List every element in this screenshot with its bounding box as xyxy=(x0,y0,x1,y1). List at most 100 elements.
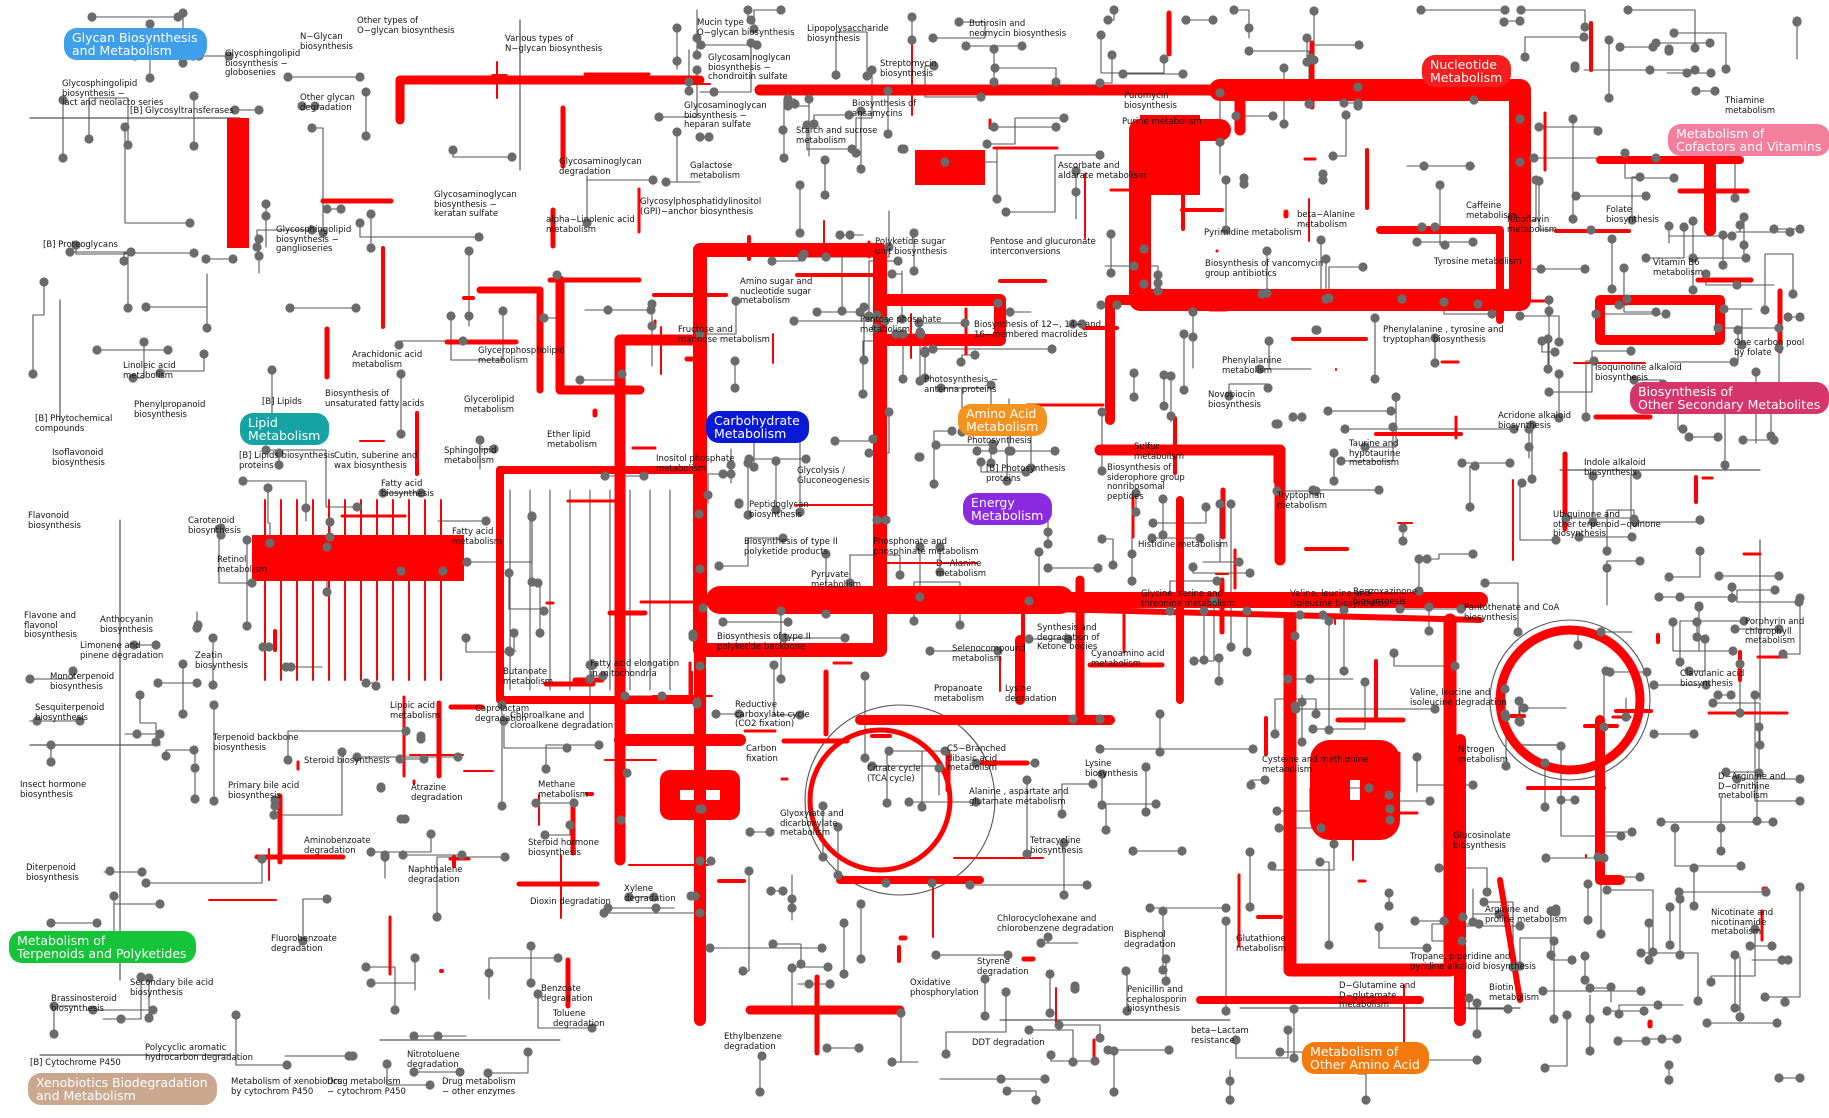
compound-node[interactable] xyxy=(1324,293,1333,302)
compound-node[interactable] xyxy=(1245,902,1254,911)
pathway-label[interactable]: Pyrimidine metabolism xyxy=(1204,229,1302,239)
compound-node[interactable] xyxy=(934,763,943,772)
compound-node[interactable] xyxy=(1714,571,1723,580)
compound-node[interactable] xyxy=(132,729,141,738)
compound-node[interactable] xyxy=(1283,1025,1292,1034)
pathway-label[interactable]: Riboflavin metabolism xyxy=(1507,216,1557,235)
pathway-label[interactable]: Phosphonate and phosphinate metabolism xyxy=(873,538,979,557)
compound-node[interactable] xyxy=(960,318,969,327)
compound-node[interactable] xyxy=(1783,312,1792,321)
compound-node[interactable] xyxy=(254,234,263,243)
pathway-label[interactable]: alpha−Linolenic acid metabolism xyxy=(546,216,635,235)
compound-node[interactable] xyxy=(155,729,164,738)
compound-node[interactable] xyxy=(1544,306,1553,315)
compound-node[interactable] xyxy=(1514,696,1523,705)
compound-node[interactable] xyxy=(1153,270,1162,279)
pathway-label[interactable]: Peptidoglycan biosynthesis xyxy=(749,501,809,520)
compound-node[interactable] xyxy=(1226,642,1235,651)
compound-node[interactable] xyxy=(1648,947,1657,956)
compound-node[interactable] xyxy=(208,680,217,689)
compound-node[interactable] xyxy=(1385,815,1394,824)
compound-node[interactable] xyxy=(1754,722,1763,731)
compound-node[interactable] xyxy=(1664,46,1673,55)
pathway-label[interactable]: Fatty acid elongation in mitochondria xyxy=(590,660,679,679)
pathway-label[interactable]: Aminobenzoate degradation xyxy=(304,837,371,856)
compound-node[interactable] xyxy=(1755,740,1764,749)
compound-node[interactable] xyxy=(247,578,256,587)
compound-node[interactable] xyxy=(1324,940,1333,949)
compound-node[interactable] xyxy=(507,152,516,161)
compound-node[interactable] xyxy=(1221,175,1230,184)
pathway-label[interactable]: Histidine metabolism xyxy=(1138,541,1228,551)
compound-node[interactable] xyxy=(1208,15,1217,24)
compound-node[interactable] xyxy=(283,755,292,764)
compound-node[interactable] xyxy=(1540,1063,1549,1072)
compound-node[interactable] xyxy=(929,479,938,488)
compound-node[interactable] xyxy=(778,886,787,895)
compound-node[interactable] xyxy=(1536,264,1545,273)
compound-node[interactable] xyxy=(860,753,869,762)
compound-node[interactable] xyxy=(864,448,873,457)
compound-node[interactable] xyxy=(1656,817,1665,826)
compound-node[interactable] xyxy=(1636,948,1645,957)
compound-node[interactable] xyxy=(1579,32,1588,41)
pathway-label[interactable]: Photosynthesis xyxy=(967,437,1031,447)
compound-node[interactable] xyxy=(1543,334,1552,343)
compound-node[interactable] xyxy=(1424,602,1433,611)
compound-node[interactable] xyxy=(1689,901,1698,910)
compound-node[interactable] xyxy=(789,316,798,325)
pathway-label[interactable]: Nitrogen metabolism xyxy=(1458,746,1508,765)
compound-node[interactable] xyxy=(1090,1056,1099,1065)
compound-node[interactable] xyxy=(1672,1034,1681,1043)
compound-node[interactable] xyxy=(1434,863,1443,872)
compound-node[interactable] xyxy=(639,471,648,480)
pathway-label[interactable]: N−Glycan biosynthesis xyxy=(300,33,353,52)
compound-node[interactable] xyxy=(795,228,804,237)
pathway-label[interactable]: Lipopolysaccharide biosynthesis xyxy=(807,25,889,44)
pathway-label[interactable]: Glycine, serine and threonine metabolism xyxy=(1141,590,1235,609)
compound-node[interactable] xyxy=(703,490,712,499)
compound-node[interactable] xyxy=(286,662,295,671)
compound-node[interactable] xyxy=(1316,823,1325,832)
pathway-label[interactable]: Retinol metabolism xyxy=(217,556,267,575)
compound-node[interactable] xyxy=(1739,240,1748,249)
category-amino-acid[interactable]: Amino Acid Metabolism xyxy=(958,404,1047,436)
compound-node[interactable] xyxy=(1661,309,1670,318)
compound-node[interactable] xyxy=(1515,157,1524,166)
compound-node[interactable] xyxy=(1127,549,1136,558)
compound-node[interactable] xyxy=(825,979,834,988)
compound-node[interactable] xyxy=(1730,1003,1739,1012)
compound-node[interactable] xyxy=(1050,446,1059,455)
compound-node[interactable] xyxy=(189,91,198,100)
pathway-label[interactable]: [B] Lipids xyxy=(262,398,302,408)
compound-node[interactable] xyxy=(821,252,830,261)
compound-node[interactable] xyxy=(1410,916,1419,925)
compound-node[interactable] xyxy=(840,633,849,642)
compound-node[interactable] xyxy=(1212,576,1221,585)
compound-node[interactable] xyxy=(462,557,471,566)
compound-node[interactable] xyxy=(371,681,380,690)
compound-node[interactable] xyxy=(1520,52,1529,61)
compound-node[interactable] xyxy=(898,374,907,383)
compound-node[interactable] xyxy=(1550,347,1559,356)
pathway-label[interactable]: Nitrotoluene degradation xyxy=(407,1051,460,1070)
compound-node[interactable] xyxy=(322,587,331,596)
compound-node[interactable] xyxy=(1728,646,1737,655)
compound-node[interactable] xyxy=(105,866,114,875)
compound-node[interactable] xyxy=(1694,602,1703,611)
compound-node[interactable] xyxy=(1398,523,1407,532)
compound-node[interactable] xyxy=(1733,325,1742,334)
compound-node[interactable] xyxy=(1645,65,1654,74)
compound-node[interactable] xyxy=(1716,846,1725,855)
compound-node[interactable] xyxy=(817,943,826,952)
pathway-label[interactable]: Cutin, suberine and wax biosynthesis xyxy=(334,452,417,471)
pathway-label[interactable]: Clavulanic acid biosynthesis xyxy=(1680,670,1744,689)
compound-node[interactable] xyxy=(833,870,842,879)
compound-node[interactable] xyxy=(396,814,405,823)
compound-node[interactable] xyxy=(783,94,792,103)
compound-node[interactable] xyxy=(1054,1020,1063,1029)
compound-node[interactable] xyxy=(500,852,509,861)
compound-node[interactable] xyxy=(1148,518,1157,527)
compound-node[interactable] xyxy=(1713,323,1722,332)
pathway-label[interactable]: Selenocompound metabolism xyxy=(952,645,1026,664)
